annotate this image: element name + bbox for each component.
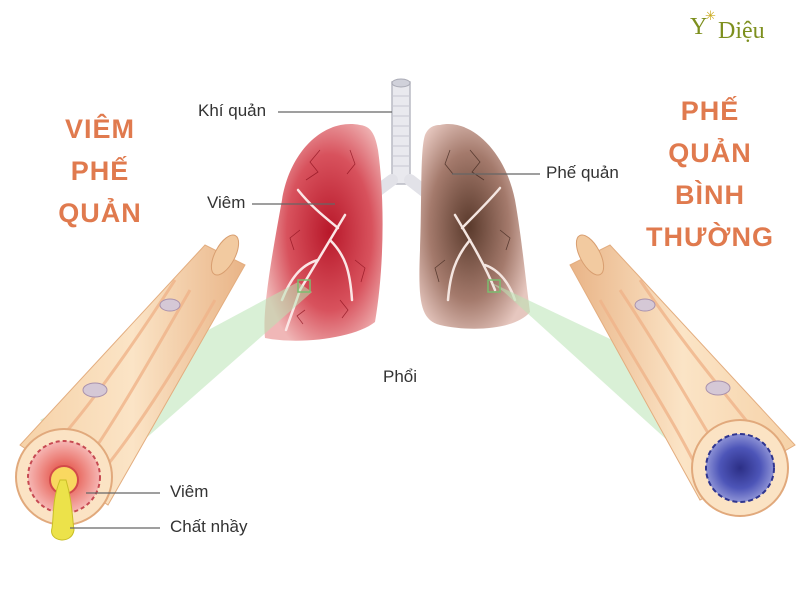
right-title-line2: QUẢN	[668, 138, 752, 168]
logo-y: Y	[690, 14, 708, 40]
left-title-line3: QUẢN	[58, 198, 142, 228]
left-title-line1: VIÊM	[64, 114, 135, 144]
left-title: VIÊM PHẾ QUẢN	[40, 108, 160, 234]
right-title-line4: THƯỜNG	[646, 222, 774, 252]
trachea-label: Khí quản	[198, 101, 267, 120]
right-title: PHẾ QUẢN BÌNH THƯỜNG	[625, 90, 795, 258]
logo-star-icon: ✳	[705, 8, 716, 23]
brand-logo: Y ✳ Diệu	[690, 8, 800, 48]
bronchi-label: Phế quản	[546, 163, 619, 182]
logo-text: Diệu	[718, 18, 765, 44]
right-title-line1: PHẾ	[680, 96, 740, 126]
mucus-drip	[51, 479, 75, 541]
lungs-label: Phổi	[383, 367, 418, 386]
normal-bronchus-tube	[569, 234, 796, 517]
inflamed-bronchus-tube	[15, 234, 246, 541]
right-title-line3: BÌNH	[675, 180, 745, 210]
inflammation-lung-label: Viêm	[207, 193, 246, 212]
mucus-label: Chất nhầy	[170, 517, 248, 536]
left-title-line2: PHẾ	[70, 156, 130, 186]
inflammation-tube-label: Viêm	[170, 482, 209, 501]
pointer-lines	[70, 111, 540, 529]
